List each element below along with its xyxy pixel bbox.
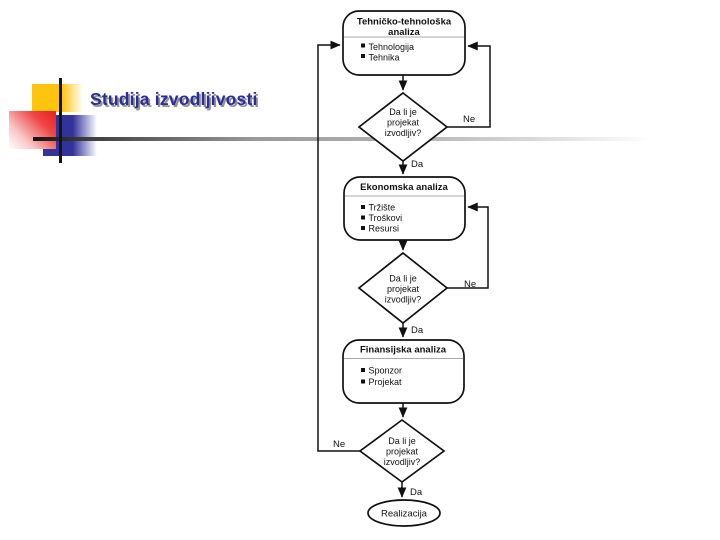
connector-decision2-no-loop	[446, 202, 489, 289]
terminal-realizacija: Realizacija	[367, 499, 441, 527]
connector-decision1-no-loop	[446, 41, 491, 128]
box2-bullet-3: Resursi	[369, 224, 400, 234]
bullet-square-icon	[361, 226, 365, 230]
horizontal-rule	[33, 137, 670, 141]
vertical-rule	[59, 78, 62, 163]
bullet-square-icon	[361, 215, 365, 220]
box2-bullet-1: Tržište	[369, 203, 396, 213]
decision-outline	[357, 91, 449, 163]
connector-decision3-no-loop	[317, 40, 360, 452]
bullet-square-icon	[361, 205, 365, 209]
box1-bullet-2: Tehnika	[369, 53, 400, 63]
box3-title: Finansijska analiza	[360, 345, 447, 356]
decision3-yes-label: Da	[410, 487, 423, 498]
decision1-yes-label: Da	[411, 159, 424, 170]
accent-square-yellow	[32, 84, 83, 112]
box2-title: Ekonomska analiza	[360, 182, 448, 193]
decision-diamond-2: Da li je projekat izvodljiv?	[357, 251, 449, 325]
bullet-square-icon	[361, 43, 365, 48]
decision2-yes-label: Da	[411, 325, 424, 336]
bullet-square-icon	[361, 54, 365, 58]
process-box-outline	[342, 339, 465, 404]
decision2-line3: izvodljiv?	[385, 295, 422, 305]
decision1-line1: Da li je	[389, 107, 417, 117]
process-box-tehnicko-tehnoloska: Tehničko-tehnološka analiza Tehnologija …	[342, 10, 466, 76]
decision1-line3: izvodljiv?	[385, 128, 422, 138]
decision2-line1: Da li je	[389, 274, 417, 284]
process-box-outline	[343, 176, 466, 241]
box3-bullet-1: Sponzor	[369, 366, 403, 376]
decision-outline	[358, 418, 446, 484]
box2-bullet-2: Troškovi	[369, 213, 403, 223]
decision3-no-label: Ne	[333, 439, 345, 450]
terminal-label: Realizacija	[381, 509, 428, 520]
bullet-square-icon	[361, 379, 365, 384]
decision-diamond-3: Da li je projekat izvodljiv?	[358, 418, 446, 484]
box1-bullet-1: Tehnologija	[369, 42, 415, 52]
decision3-line2: projekat	[386, 447, 419, 457]
terminal-outline	[367, 499, 441, 527]
box3-bullet-2: Projekat	[369, 377, 403, 387]
decision1-line2: projekat	[387, 118, 420, 128]
decision-diamond-1: Da li je projekat izvodljiv?	[357, 91, 449, 163]
process-box-ekonomska: Ekonomska analiza Tržište Troškovi Resur…	[343, 176, 466, 241]
box1-title-line1: Tehničko-tehnološka	[357, 17, 452, 28]
bullet-square-icon	[361, 368, 365, 372]
decision3-line1: Da li je	[388, 436, 416, 446]
decision2-line2: projekat	[387, 284, 420, 294]
decision-outline	[357, 251, 449, 325]
box1-title-line2: analiza	[388, 27, 420, 38]
process-box-finansijska: Finansijska analiza Sponzor Projekat	[342, 339, 465, 404]
decision1-no-label: Ne	[463, 114, 475, 125]
decision3-line3: izvodljiv?	[384, 457, 421, 467]
decision2-no-label: Ne	[464, 279, 476, 290]
accent-square-red	[9, 111, 56, 149]
process-box-outline	[342, 10, 466, 76]
slide-title: Studija izvodljivosti	[90, 89, 258, 109]
